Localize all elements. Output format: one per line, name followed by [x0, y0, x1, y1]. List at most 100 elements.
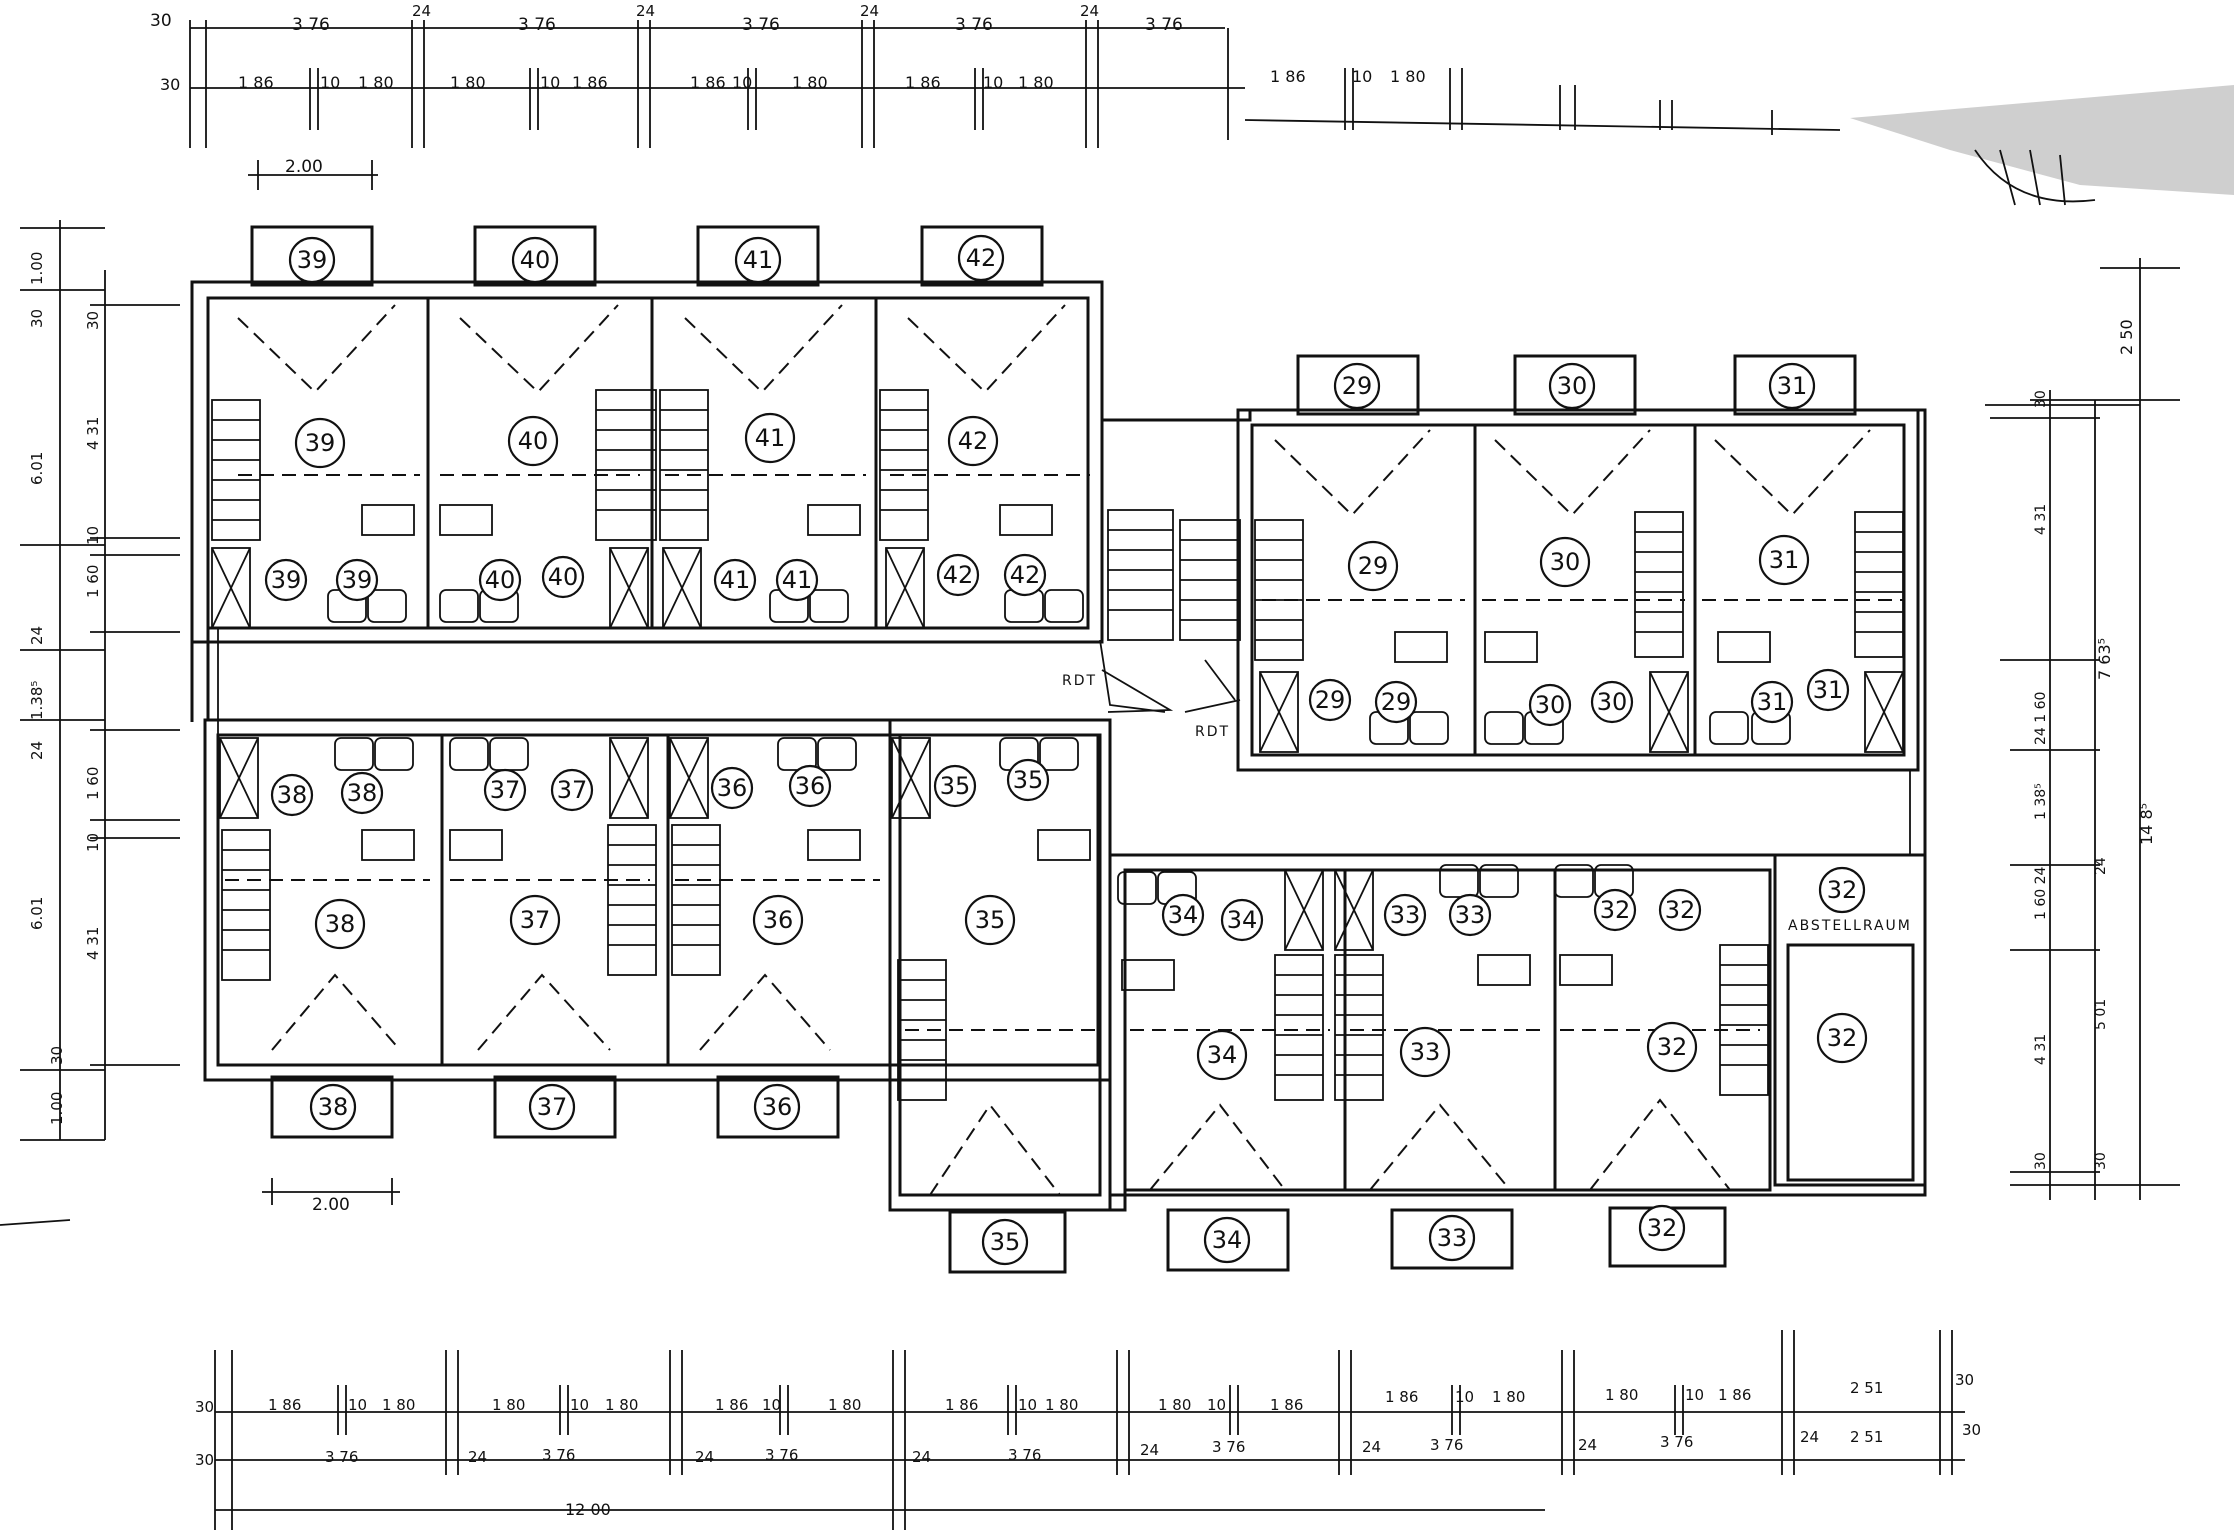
dim-bot2-3: 24 — [468, 1448, 487, 1466]
unit-bath-35b: 35 — [1006, 758, 1050, 802]
unit-bath-33a: 33 — [1383, 893, 1427, 937]
dim-left-in-7: 1 60 — [84, 767, 102, 800]
unit-bath-36b: 36 — [788, 764, 832, 808]
dim-bottom-total: 12 00 — [565, 1500, 611, 1519]
building-walls — [190, 280, 1927, 1212]
dim-bot-3: 10 — [348, 1396, 367, 1414]
svg-text:34: 34 — [1212, 1226, 1243, 1254]
dim-bot-23: 2 51 — [1850, 1379, 1883, 1397]
unit-bath-34a: 34 — [1161, 893, 1205, 937]
unit-storage-marker: 32 — [1818, 866, 1866, 914]
svg-text:41: 41 — [755, 424, 786, 452]
dim-bot-19: 1 80 — [1492, 1388, 1525, 1406]
svg-text:34: 34 — [1227, 906, 1258, 934]
rdt-label-2: RDT — [1195, 724, 1230, 740]
dim-bot-14: 1 80 — [1158, 1396, 1191, 1414]
svg-text:32: 32 — [1827, 876, 1858, 904]
dim-bot-22: 1 86 — [1718, 1386, 1751, 1404]
unit-bath-38a: 38 — [270, 773, 314, 817]
svg-text:35: 35 — [975, 906, 1006, 934]
svg-text:41: 41 — [743, 246, 774, 274]
svg-text:31: 31 — [1769, 546, 1800, 574]
dim-bot2-5: 24 — [695, 1448, 714, 1466]
dim-top-1: 30 — [150, 11, 172, 31]
dim-bot-21: 10 — [1685, 1386, 1704, 1404]
svg-text:42: 42 — [966, 244, 997, 272]
left-dimension-chain: 1.00 6.01 1.38⁵ 6.01 1.00 30 30 4 31 10 … — [0, 220, 180, 1226]
unit-balcony-42: 42 — [957, 234, 1005, 282]
unit-balcony-34: 34 — [1203, 1216, 1251, 1264]
dim-top-4: 3 76 — [518, 15, 556, 35]
dim-right-in-4: 1 38⁵ — [2033, 783, 2049, 820]
svg-text:42: 42 — [958, 427, 989, 455]
dim-top2-14: 1 86 — [1270, 67, 1306, 86]
dim-bottom-balcony: 2.00 — [312, 1195, 350, 1215]
dim-bot-9: 10 — [762, 1396, 781, 1414]
dim-top2-11: 1 86 — [905, 73, 941, 92]
svg-text:42: 42 — [943, 561, 974, 589]
svg-text:30: 30 — [1557, 372, 1588, 400]
dim-top2-1: 30 — [160, 75, 180, 94]
svg-text:31: 31 — [1757, 688, 1788, 716]
unit-room-41: 41 — [744, 412, 796, 464]
svg-text:38: 38 — [347, 779, 378, 807]
svg-text:39: 39 — [305, 429, 336, 457]
dim-top-10: 3 76 — [1145, 15, 1183, 35]
balconies — [250, 225, 1857, 1274]
storage-label: ABSTELLRAUM — [1788, 918, 1912, 934]
unit-balcony-29: 29 — [1333, 362, 1381, 410]
dim-left-3: 1.38⁵ — [28, 681, 46, 720]
dim-bot-24: 30 — [1955, 1371, 1974, 1389]
dim-bot2-1: 30 — [195, 1451, 214, 1469]
unit-bath-36a: 36 — [710, 766, 754, 810]
unit-bath-35a: 35 — [933, 764, 977, 808]
dim-top-3: 24 — [412, 2, 431, 20]
svg-text:40: 40 — [518, 427, 549, 455]
svg-text:33: 33 — [1390, 901, 1421, 929]
svg-text:42: 42 — [1010, 561, 1041, 589]
unit-balcony-40: 40 — [511, 236, 559, 284]
svg-text:32: 32 — [1665, 896, 1696, 924]
dim-left-in-8: 10 — [84, 833, 102, 852]
dim-top-5: 24 — [636, 2, 655, 20]
dim-bot-1: 30 — [195, 1398, 214, 1416]
unit-bath-39a: 39 — [264, 558, 308, 602]
unit-bath-37a: 37 — [483, 768, 527, 812]
svg-text:37: 37 — [520, 906, 551, 934]
dim-bot-11: 1 86 — [945, 1396, 978, 1414]
dim-bot-16: 1 86 — [1270, 1396, 1303, 1414]
dim-bot2-6: 3 76 — [765, 1446, 798, 1464]
dim-top2-10: 1 80 — [792, 73, 828, 92]
top-dimension-chain: 30 3 76 24 3 76 24 3 76 24 3 76 24 3 76 … — [150, 2, 1841, 190]
dim-top2-7: 1 86 — [572, 73, 608, 92]
dim-bot-2: 1 86 — [268, 1396, 301, 1414]
svg-text:32: 32 — [1657, 1033, 1688, 1061]
dim-left-small: 30 — [28, 309, 46, 328]
right-dimension-chain: 2 50 7 63⁵ 14 8⁵ 30 4 31 24 1 60 1 38⁵ 1… — [1985, 258, 2180, 1200]
dim-bot2-17: 30 — [1962, 1421, 1981, 1439]
dim-right-in-9: 30 — [2033, 1152, 2049, 1170]
dim-bot-4: 1 80 — [382, 1396, 415, 1414]
dim-bot2-9: 24 — [1140, 1441, 1159, 1459]
unit-balcony-37: 37 — [528, 1083, 576, 1131]
svg-text:32: 32 — [1600, 896, 1631, 924]
dim-left-5: 1.00 — [48, 1092, 66, 1125]
svg-text:31: 31 — [1777, 372, 1808, 400]
unit-room-29: 29 — [1347, 540, 1399, 592]
svg-text:36: 36 — [762, 1093, 793, 1121]
svg-text:39: 39 — [297, 246, 328, 274]
dim-bot-5: 1 80 — [492, 1396, 525, 1414]
svg-text:32: 32 — [1647, 1214, 1678, 1242]
unit-balcony-39: 39 — [288, 236, 336, 284]
dim-right-2: 7 63⁵ — [2095, 638, 2114, 680]
unit-bath-29b: 29 — [1374, 680, 1418, 724]
unit-bath-39b: 39 — [335, 558, 379, 602]
svg-text:30: 30 — [1535, 691, 1566, 719]
dim-top-6: 3 76 — [742, 15, 780, 35]
svg-text:29: 29 — [1381, 688, 1412, 716]
unit-room-35: 35 — [964, 894, 1016, 946]
unit-room-36: 36 — [752, 894, 804, 946]
unit-room-30: 30 — [1539, 536, 1591, 588]
dim-top-balcony: 2.00 — [285, 157, 323, 177]
